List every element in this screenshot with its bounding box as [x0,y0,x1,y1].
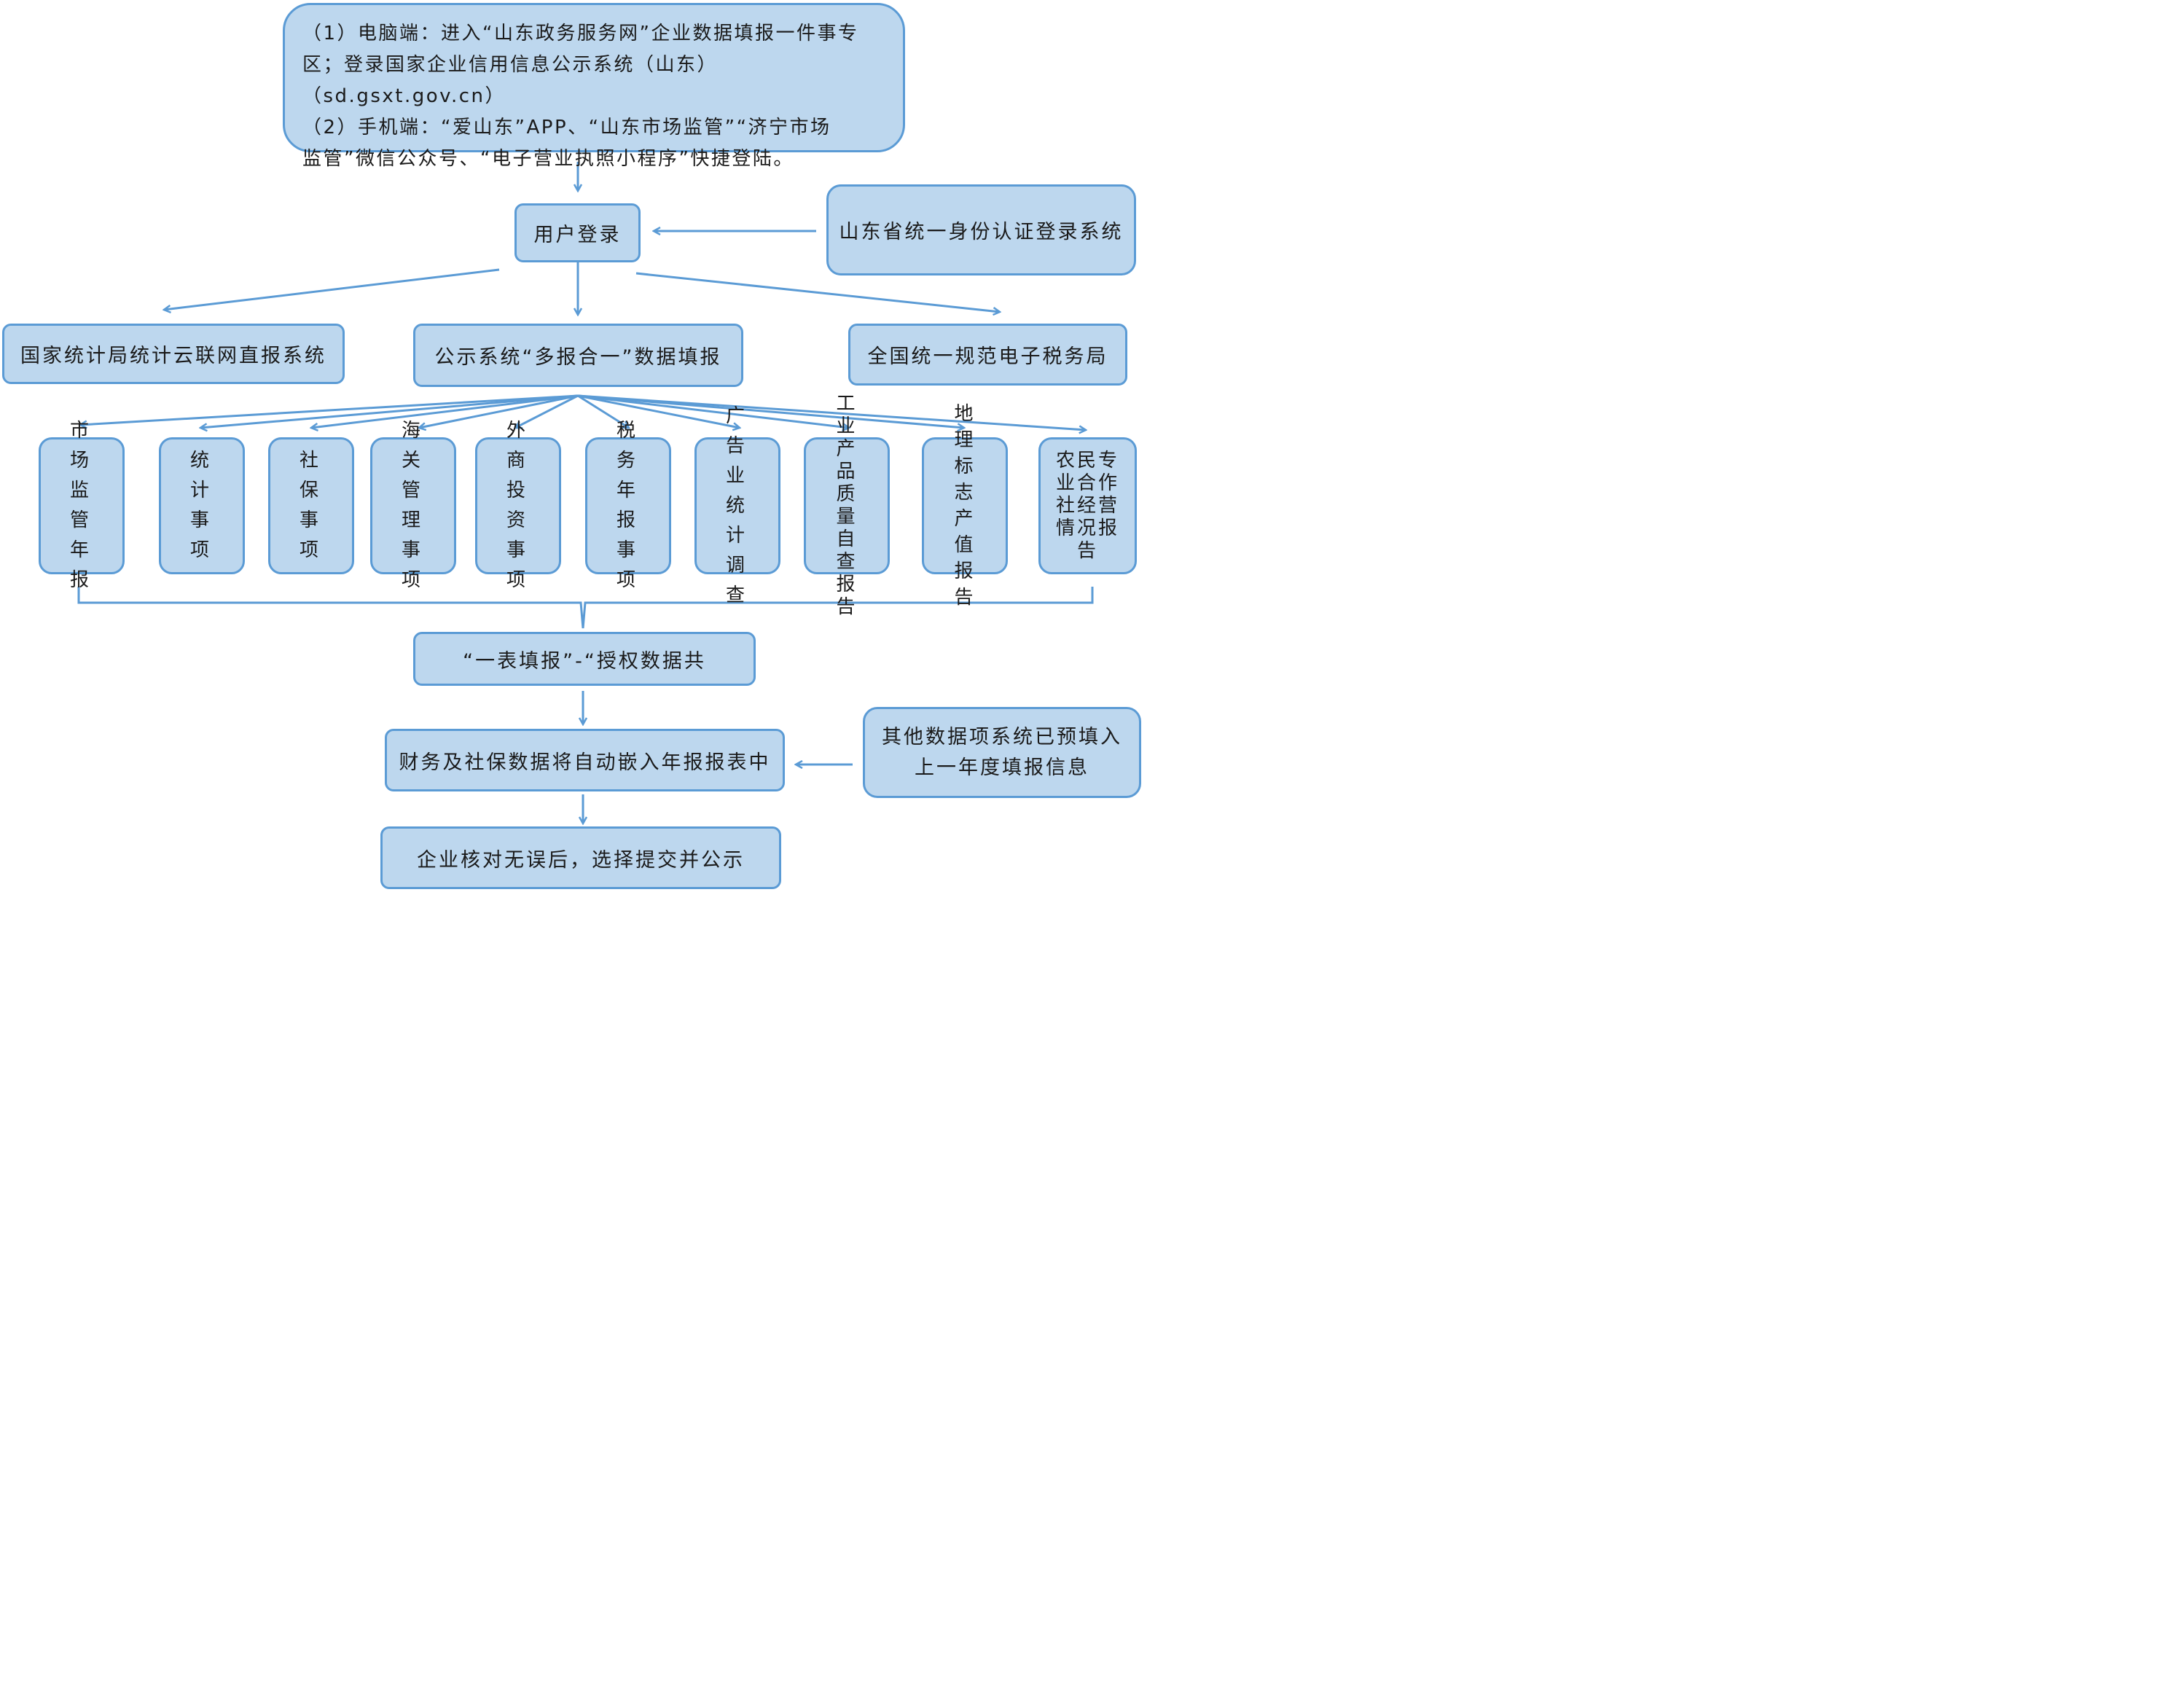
arrow-hub-to-item-3 [311,394,579,428]
stats-cloud-system-label: 国家统计局统计云联网直报系统 [20,345,326,367]
user-login-label: 用户登录 [533,224,622,246]
arrow-hub-to-item-4 [419,394,579,428]
item-geographic-indication-report: 地理标志产值报告 [922,403,1008,609]
item-label: 统计事项 [189,450,214,561]
merge-bracket [77,587,1094,629]
item-label: 地理标志产值报告 [954,403,976,609]
item-label: 市场监管年报 [69,420,93,591]
item-label: 海关管理事项 [401,420,425,591]
prefill-info-box: 其他数据项系统已预填入上一年度填报信息 [863,707,1141,798]
arrow-hub-to-item-10 [577,394,1086,430]
instruction-line: （1）电脑端：进入“山东政务服务网”企业数据填报一件事专 [302,23,859,44]
prefill-info-label: 其他数据项系统已预填入上一年度填报信息 [882,725,1122,779]
instruction-line: （2）手机端：“爱山东”APP、“山东市场监管”“济宁市场 [302,117,831,138]
identity-auth-box: 山东省统一身份认证登录系统 [826,184,1136,275]
connector-layer [77,162,1094,891]
item-label: 外商投资事项 [506,420,530,591]
tax-bureau-label: 全国统一规范电子税务局 [867,345,1108,368]
arrow-hub-to-item-2 [200,394,579,428]
item-label: 社保事项 [299,450,323,561]
item-label: 广告业统计调查 [725,404,749,606]
publicity-system-box: 公示系统“多报合一”数据填报 [413,324,743,387]
instruction-line: 区；登录国家企业信用信息公示系统（山东）（sd.gsxt.gov.cn） [302,54,719,107]
access-instructions-box: （1）电脑端：进入“山东政务服务网”企业数据填报一件事专 区；登录国家企业信用信… [283,3,905,170]
one-form-box: “一表填报”-“授权数据共 [413,632,756,686]
item-social-security: 社保事项 [268,437,354,574]
item-farmer-cooperative-report: 农民专业合作社经营情况报告 [1038,437,1137,574]
submit-box: 企业核对无误后，选择提交并公示 [380,826,781,889]
arrow-login-to-stats [164,268,500,310]
access-instructions-text: （1）电脑端：进入“山东政务服务网”企业数据填报一件事专 区；登录国家企业信用信… [302,18,885,175]
item-label: 农民专业合作社经营情况报告 [1055,449,1119,562]
item-advertising-survey: 广告业统计调查 [694,405,780,606]
arrow-login-to-tax [635,272,1000,312]
item-label: 税务年报事项 [616,420,640,591]
tax-bureau-box: 全国统一规范电子税务局 [848,324,1127,386]
submit-label: 企业核对无误后，选择提交并公示 [417,848,745,872]
item-market-regulation-annual-report: 市场监管年报 [39,420,125,591]
one-form-label: “一表填报”-“授权数据共 [463,649,706,673]
item-statistics: 统计事项 [159,437,245,574]
auto-embed-box: 财务及社保数据将自动嵌入年报报表中 [385,729,785,791]
item-label: 工业产品质量自查报告 [836,393,858,618]
arrow-hub-to-item-6 [577,394,629,428]
auto-embed-label: 财务及社保数据将自动嵌入年报报表中 [399,751,771,774]
arrow-hub-to-item-1 [80,394,579,425]
arrow-hub-to-item-7 [577,394,740,428]
item-foreign-investment: 外商投资事项 [475,420,561,591]
instruction-line: 监管”微信公众号、“电子营业执照小程序”快捷登陆。 [302,148,794,170]
identity-auth-label: 山东省统一身份认证登录系统 [839,221,1124,243]
item-customs: 海关管理事项 [370,420,456,591]
stats-cloud-system-box: 国家统计局统计云联网直报系统 [2,324,345,384]
item-tax-annual-report: 税务年报事项 [585,420,671,591]
publicity-system-label: 公示系统“多报合一”数据填报 [434,346,722,369]
arrow-hub-to-item-5 [515,394,579,428]
user-login-box: 用户登录 [514,203,641,262]
item-product-quality-report: 工业产品质量自查报告 [804,393,890,618]
arrow-hub-to-item-8 [577,394,849,428]
